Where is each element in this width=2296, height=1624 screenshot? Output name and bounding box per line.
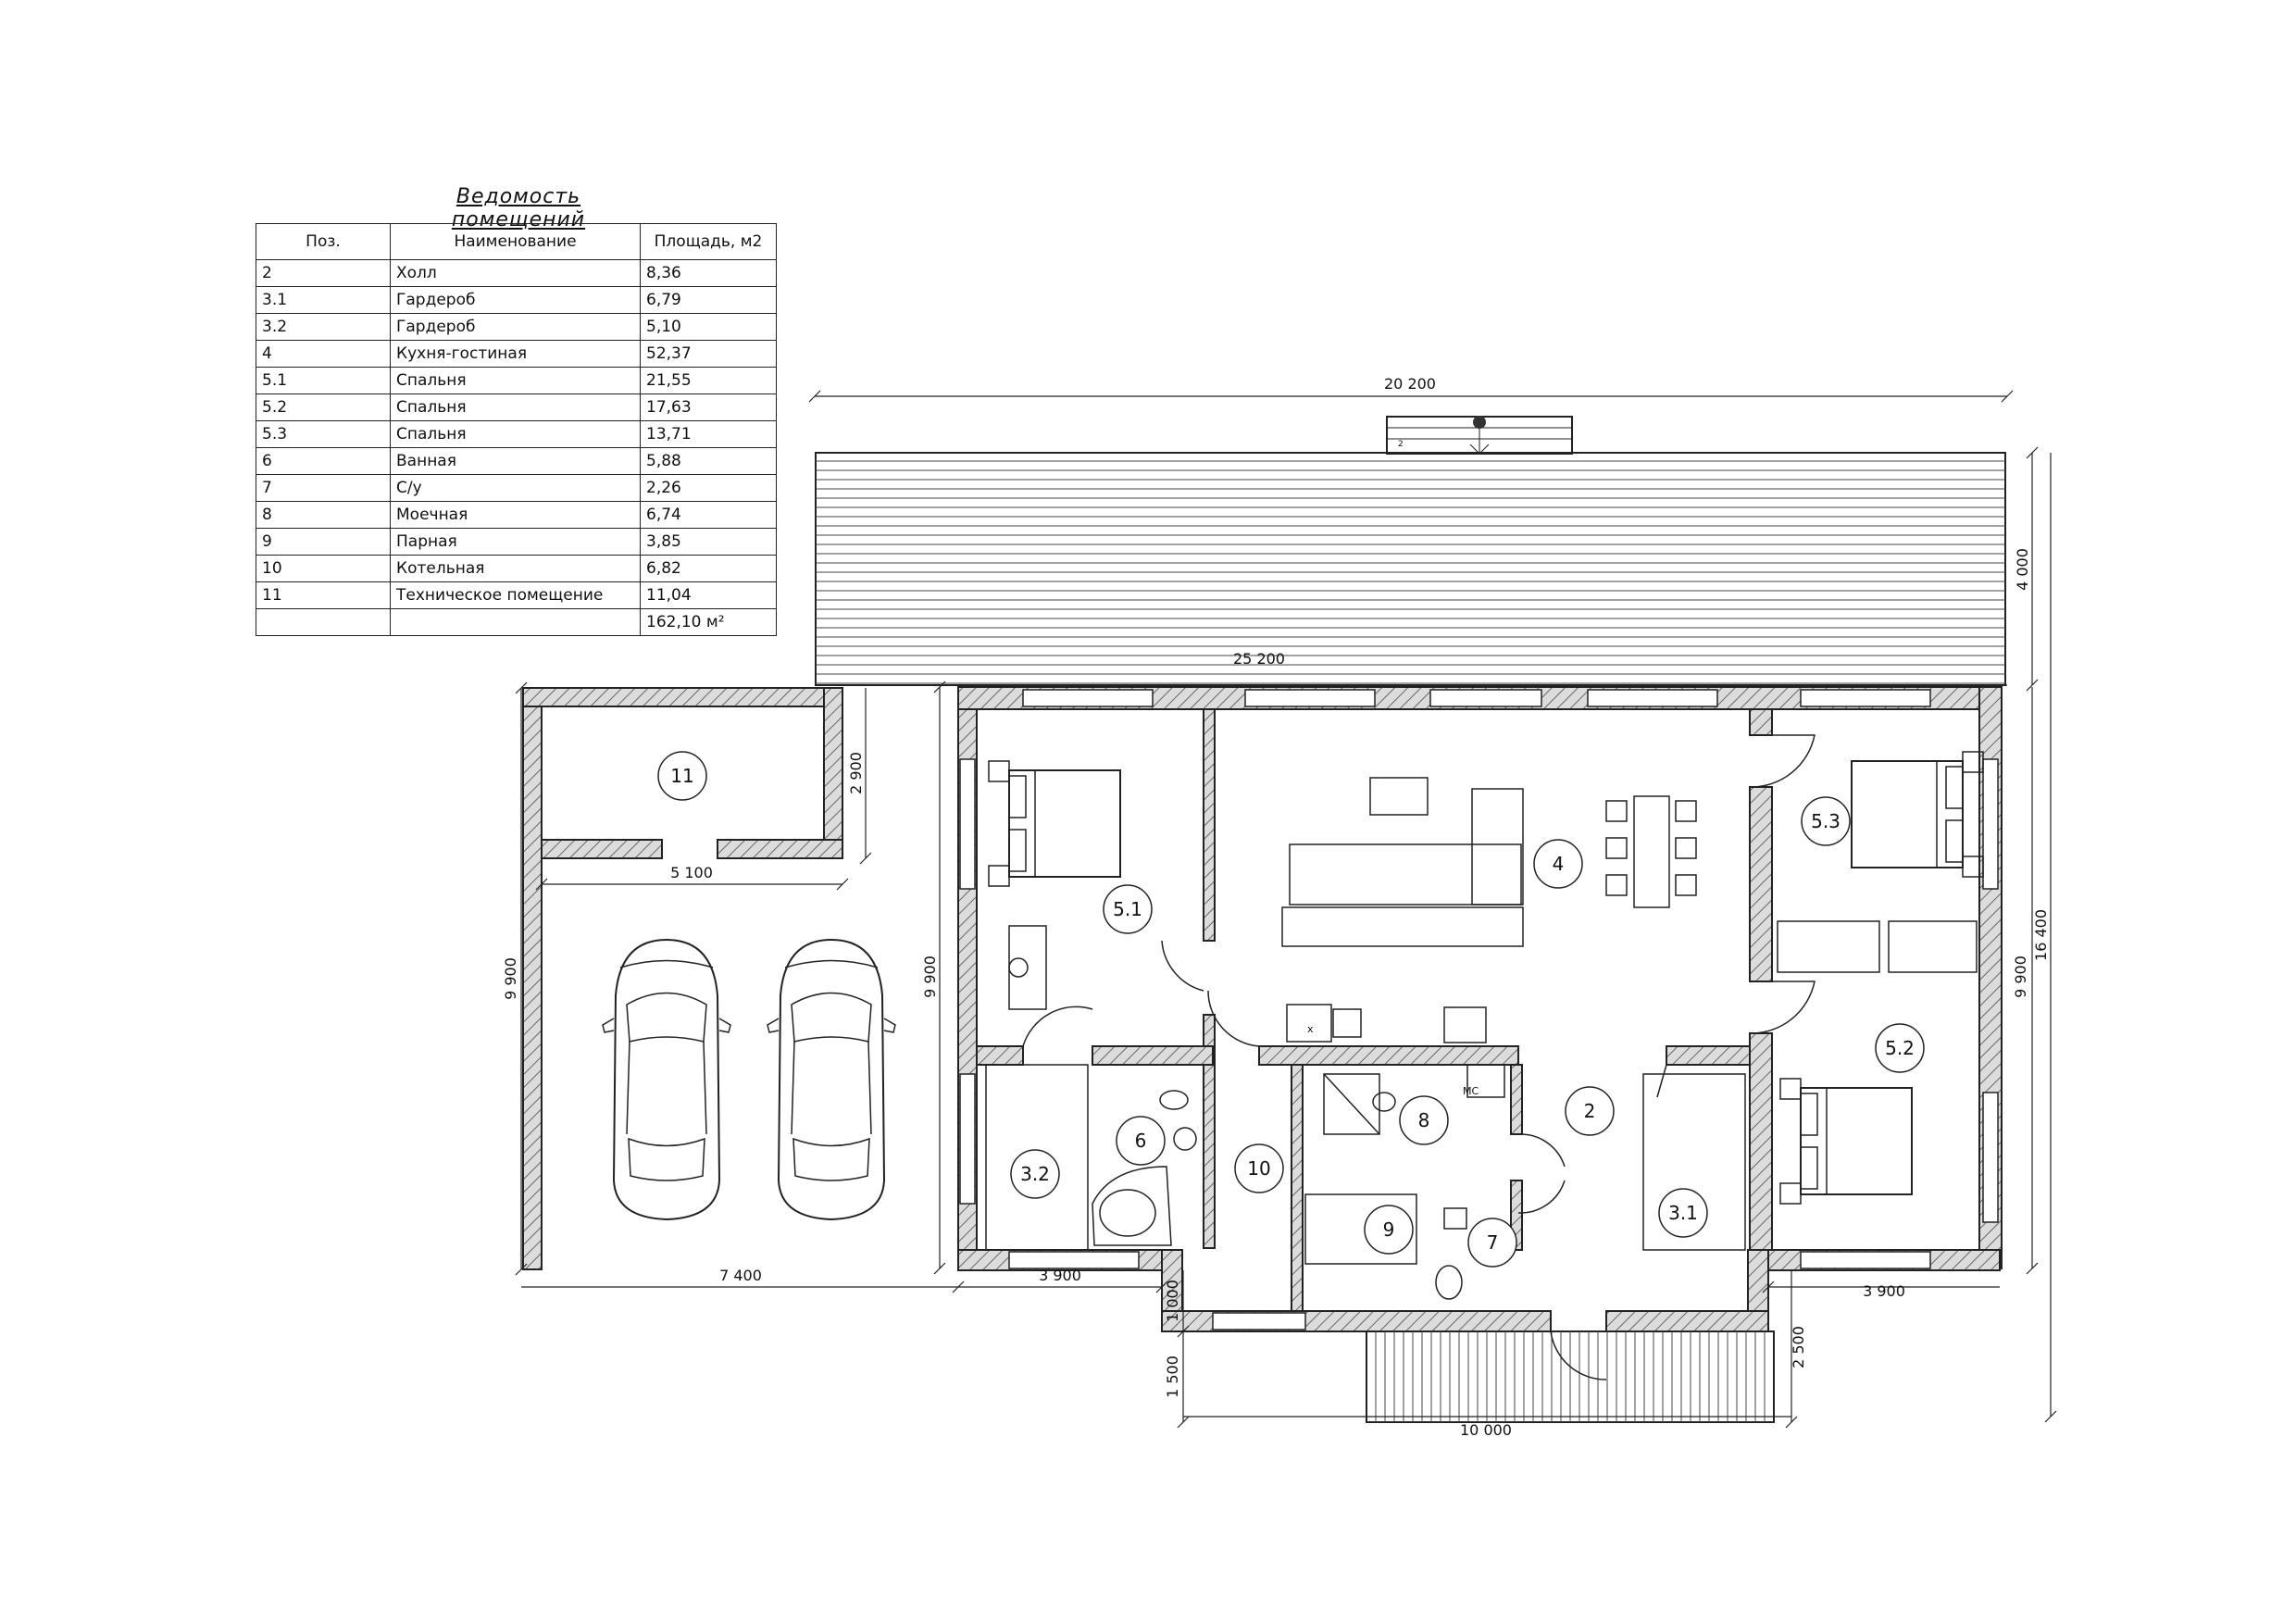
boiler-mark: x bbox=[1307, 1023, 1314, 1035]
room-tag-7: 7 bbox=[1487, 1231, 1499, 1254]
dim-right-bedroom-width: 3 900 bbox=[1863, 1282, 1905, 1300]
row-area: 11,04 bbox=[640, 581, 777, 609]
room-tag-9: 9 bbox=[1383, 1218, 1395, 1241]
garage bbox=[522, 687, 843, 1270]
stair-mark: 2 bbox=[1398, 440, 1404, 449]
windows bbox=[959, 689, 1999, 1330]
room-tag-3-2: 3.2 bbox=[1020, 1163, 1050, 1185]
row-area: 5,88 bbox=[640, 447, 777, 475]
dimension-lines bbox=[515, 390, 2057, 1429]
dim-porch-right: 2 500 bbox=[1790, 1326, 1807, 1368]
dim-tech-room-width: 5 100 bbox=[670, 864, 713, 881]
row-name: Спальня bbox=[390, 420, 641, 448]
washing-machine-mark: МС bbox=[1463, 1085, 1479, 1097]
dim-right-wing: 9 900 bbox=[2012, 956, 2029, 998]
row-name: Спальня bbox=[390, 394, 641, 421]
bed-icon bbox=[988, 760, 1121, 887]
room-tag-11: 11 bbox=[670, 765, 693, 787]
schedule-header-row: Поз. Наименование Площадь, м2 bbox=[256, 223, 777, 260]
dim-terrace-width: 25 200 bbox=[1233, 650, 1285, 668]
row-name: Техническое помещение bbox=[390, 581, 641, 609]
dim-top-overall: 20 200 bbox=[1384, 375, 1436, 393]
row-area: 3,85 bbox=[640, 528, 777, 556]
room-tag-3-1: 3.1 bbox=[1668, 1202, 1698, 1224]
dimension-labels: 20 200 25 200 4 000 16 400 9 900 9 900 9… bbox=[502, 375, 2050, 1439]
bed-icon bbox=[1851, 751, 1984, 878]
room-tag-4: 4 bbox=[1553, 853, 1565, 875]
row-area: 21,55 bbox=[640, 367, 777, 394]
row-pos: 4 bbox=[256, 340, 391, 368]
entry-marker-icon bbox=[1473, 416, 1486, 429]
row-pos: 7 bbox=[256, 474, 391, 502]
header-area: Площадь, м2 bbox=[640, 223, 777, 260]
row-name: Кухня-гостиная bbox=[390, 340, 641, 368]
furniture bbox=[985, 751, 1984, 1300]
car-icon bbox=[767, 939, 896, 1220]
schedule-title: Ведомость помещений bbox=[451, 185, 586, 231]
room-tag-5-3: 5.3 bbox=[1811, 810, 1841, 832]
dim-left-wing: 9 900 bbox=[921, 956, 939, 998]
dim-tech-room-height: 2 900 bbox=[847, 752, 865, 794]
room-tag-2: 2 bbox=[1584, 1100, 1596, 1122]
room-tags: 11 5.1 4 5.3 5.2 3.2 6 10 8 2 3.1 9 7 bbox=[657, 751, 1925, 1268]
row-area: 5,10 bbox=[640, 313, 777, 341]
dim-left-bedroom-width: 3 900 bbox=[1039, 1267, 1081, 1284]
row-area: 8,36 bbox=[640, 259, 777, 287]
porch-deck bbox=[1366, 1330, 1775, 1423]
terrace-deck: 2 bbox=[815, 416, 2006, 686]
row-name: С/у bbox=[390, 474, 641, 502]
room-tag-6: 6 bbox=[1135, 1130, 1147, 1152]
row-pos: 3.1 bbox=[256, 286, 391, 314]
dim-porch-depth: 1 500 bbox=[1164, 1355, 1181, 1398]
room-tag-5-1: 5.1 bbox=[1113, 898, 1142, 920]
total-area: 162,10 м² bbox=[640, 608, 777, 636]
row-pos: 5.3 bbox=[256, 420, 391, 448]
row-area: 6,82 bbox=[640, 555, 777, 582]
dim-garage-height: 9 900 bbox=[502, 957, 519, 1000]
row-pos: 5.1 bbox=[256, 367, 391, 394]
row-pos: 8 bbox=[256, 501, 391, 529]
row-area: 17,63 bbox=[640, 394, 777, 421]
room-tag-10: 10 bbox=[1247, 1157, 1270, 1180]
room-tag-8: 8 bbox=[1418, 1109, 1430, 1131]
dim-terrace-depth: 4 000 bbox=[2014, 548, 2031, 591]
room-tag-5-2: 5.2 bbox=[1885, 1037, 1915, 1059]
car-icon bbox=[602, 939, 731, 1220]
doors bbox=[1022, 734, 1816, 1380]
dim-garage-width: 7 400 bbox=[719, 1267, 762, 1284]
header-pos: Поз. bbox=[256, 223, 391, 260]
dim-overall-height: 16 400 bbox=[2032, 909, 2050, 961]
dim-porch-offset: 1 000 bbox=[1164, 1280, 1181, 1322]
bed-icon bbox=[1779, 1078, 1913, 1205]
dim-porch-width: 10 000 bbox=[1460, 1421, 1512, 1439]
row-name: Парная bbox=[390, 528, 641, 556]
total-row: 162,10 м² bbox=[256, 608, 777, 636]
